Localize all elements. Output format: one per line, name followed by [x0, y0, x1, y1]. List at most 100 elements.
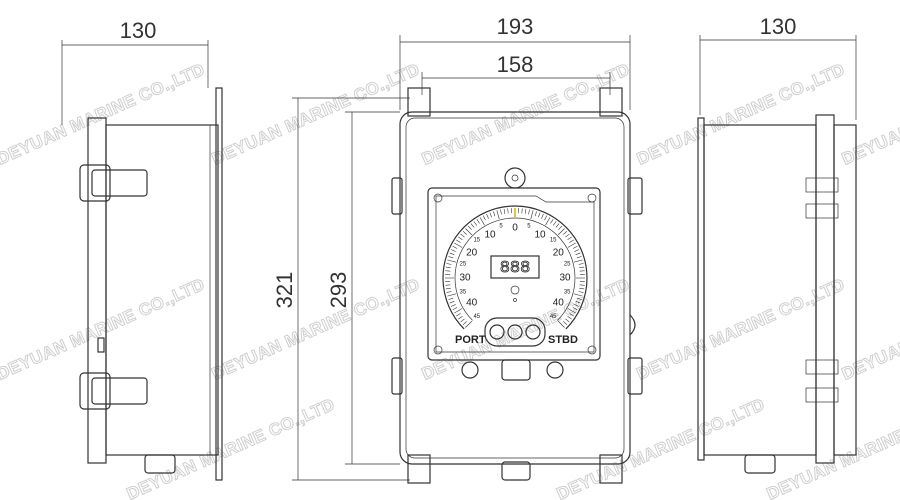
gauge-scale-label: 20 — [553, 248, 565, 259]
gauge-scale-label: 20 — [466, 248, 478, 259]
gauge-tick — [454, 308, 463, 314]
gauge-tick — [552, 221, 557, 226]
gauge-tick — [565, 318, 570, 323]
gauge-tick — [578, 263, 584, 265]
gauge-tick — [557, 228, 565, 236]
dim-left-depth: 130 — [120, 18, 157, 43]
gauge-tick — [449, 301, 455, 304]
gauge-scale-label: 45 — [550, 314, 557, 320]
watermark-text: DEYUAN MARINE CO.,LTD — [0, 275, 208, 384]
gauge-tick — [448, 256, 454, 259]
dim-right-depth: 130 — [760, 14, 797, 39]
gauge-tick — [576, 297, 582, 300]
gauge-scale-label: 45 — [473, 314, 480, 320]
gauge-tick — [544, 215, 548, 221]
gauge-tick — [524, 208, 527, 214]
gauge-scale-label: 5 — [499, 223, 503, 229]
brightness-button[interactable] — [525, 324, 541, 340]
gauge-inner-arc — [454, 217, 576, 321]
gauge-scale-label: 25 — [459, 262, 466, 268]
gauge-tick — [500, 209, 502, 215]
gauge-scale-label: 15 — [550, 237, 557, 243]
gauge-tick — [462, 321, 467, 326]
gauge-tick — [482, 215, 486, 221]
watermark-text: DEYUAN MARINE CO.,LTD — [209, 275, 423, 384]
watermark-text: DEYUAN MARINE CO.,LTD — [554, 395, 768, 500]
gauge-tick — [579, 284, 585, 286]
gauge-tick — [563, 321, 568, 326]
gauge-scale-label: 40 — [553, 298, 565, 309]
gauge-tick — [445, 270, 451, 272]
port-label: PORT — [455, 334, 486, 346]
gauge-tick — [572, 245, 578, 249]
gauge-tick — [567, 308, 576, 314]
gauge-scale-label: 15 — [473, 237, 480, 243]
gauge-tick — [545, 217, 551, 226]
gauge-tick — [567, 315, 572, 320]
right-side-view: 130 — [697, 14, 857, 474]
gauge-scale-label: 10 — [534, 229, 546, 240]
gauge-tick — [467, 225, 472, 230]
dim-mount-spacing: 158 — [497, 52, 534, 77]
gauge-scale-label: 30 — [459, 273, 471, 284]
watermark-text: DEYUAN MARINE CO.,LTD — [839, 60, 900, 169]
gauge-tick — [446, 263, 452, 265]
gauge-tick — [452, 245, 458, 249]
gauge-tick — [555, 223, 560, 228]
gauge-tick — [473, 221, 478, 226]
gauge-tick — [450, 249, 456, 252]
watermark-text: DEYUAN MARINE CO.,LTD — [764, 395, 900, 500]
gauge-tick — [479, 217, 485, 226]
gauge-tick — [521, 208, 523, 214]
gauge-scale-label: 35 — [459, 290, 466, 296]
stbd-label: STBD — [548, 334, 578, 346]
gauge-tick — [578, 291, 584, 293]
gauge-rim — [442, 205, 588, 330]
dimmer-button[interactable] — [507, 324, 523, 340]
gauge-tick — [576, 256, 582, 259]
gauge-tick — [573, 293, 583, 297]
gauge-tick — [538, 212, 541, 218]
gauge-tick — [476, 219, 480, 224]
gauge-tick — [460, 318, 465, 323]
gauge-scale-label: 30 — [559, 273, 571, 284]
watermark-text: DEYUAN MARINE CO.,LTD — [0, 60, 208, 169]
gauge-tick — [489, 212, 492, 218]
gauge-scale-label: 40 — [466, 298, 478, 309]
gauge-tick — [575, 252, 581, 255]
watermark-text: DEYUAN MARINE CO.,LTD — [839, 275, 900, 384]
gauge-tick — [567, 242, 576, 248]
dim-overall-width: 193 — [497, 14, 534, 39]
gauge-tick — [579, 287, 585, 290]
gauge-tick — [528, 209, 530, 215]
gauge-tick — [458, 315, 463, 320]
watermark-text: DEYUAN MARINE CO.,LTD — [209, 60, 423, 169]
gauge-tick — [496, 210, 500, 220]
gauge-tick — [507, 208, 509, 214]
left-side-view: 130 — [61, 18, 223, 481]
gauge-tick — [574, 304, 580, 307]
gauge-tick — [575, 301, 581, 304]
gauge-tick — [503, 208, 506, 214]
gauge-tick — [465, 228, 473, 236]
gauge-scale-label: 10 — [484, 229, 496, 240]
gauge-tick — [454, 242, 463, 248]
display-digits: 888 — [500, 259, 531, 278]
gauge-tick — [447, 293, 457, 297]
gauge-tick — [449, 252, 455, 255]
gauge-scale-label: 35 — [564, 290, 571, 296]
watermark-text: DEYUAN MARINE CO.,LTD — [124, 395, 338, 500]
gauge-tick — [458, 236, 463, 241]
gauge-tick — [465, 320, 473, 328]
gauge-tick — [462, 230, 467, 235]
gauge-tick — [563, 230, 568, 235]
gauge-tick — [447, 259, 457, 263]
gauge-tick — [460, 233, 465, 238]
dimmer-down-button[interactable] — [489, 324, 505, 340]
gauge-tick — [456, 313, 461, 317]
gauge-tick — [486, 213, 489, 219]
gauge-scale-label: 25 — [564, 262, 571, 268]
